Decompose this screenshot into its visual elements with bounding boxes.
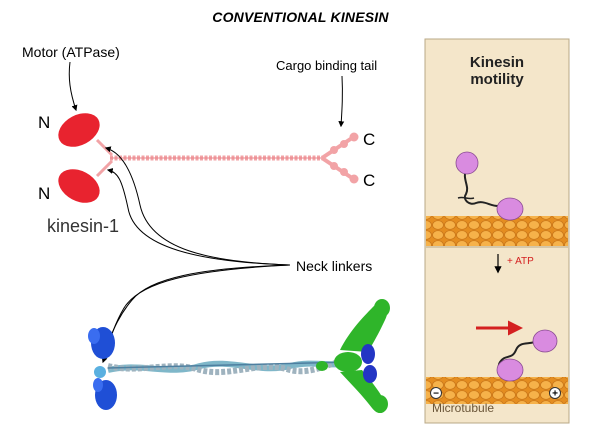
motility-panel: − + xyxy=(424,38,570,424)
structure-cargo-domain xyxy=(316,299,390,414)
minus-end-sign: − xyxy=(433,389,439,400)
kinesin-upper xyxy=(455,151,524,221)
kinesin1-cartoon xyxy=(58,113,359,203)
c-terminus-top-label: C xyxy=(363,130,376,149)
minus-end-marker xyxy=(430,387,442,399)
cargo-pointer-arrow xyxy=(338,75,345,128)
neck-bottom xyxy=(95,159,114,178)
plus-end-sign: + xyxy=(552,389,558,400)
atp-label: + ATP xyxy=(507,256,534,267)
motor-head-bottom xyxy=(58,169,100,203)
n-terminus-bottom-label: N xyxy=(38,184,51,203)
microtubule-lower xyxy=(426,377,568,404)
n-terminus-top-label: N xyxy=(38,113,51,132)
motor-head-top xyxy=(58,113,100,147)
panel-title: Kinesin motility xyxy=(425,54,569,88)
motor-pointer-arrow xyxy=(68,61,78,112)
cargo-tail-label: Cargo binding tail xyxy=(276,58,378,73)
neck-linkers-label: Neck linkers xyxy=(296,258,373,274)
structure-motor-domain xyxy=(88,327,117,410)
panel-title-line1: Kinesin xyxy=(469,54,525,71)
kinesin1-label: kinesin-1 xyxy=(47,216,120,236)
microtubule-label: Microtubule xyxy=(432,401,495,415)
structure-stalk-shade xyxy=(107,361,351,369)
kinesin-lower xyxy=(476,320,558,382)
diagram-title: CONVENTIONAL KINESIN xyxy=(212,9,389,25)
cargo-tail xyxy=(320,132,359,184)
structure-light-chains xyxy=(361,344,377,383)
motor-label: Motor (ATPase) xyxy=(22,44,120,60)
neck-top xyxy=(95,138,114,157)
c-terminus-bottom-label: C xyxy=(363,171,376,190)
neck-linker-arrows xyxy=(101,146,291,364)
plus-end-marker xyxy=(549,387,561,399)
microtubule-upper xyxy=(426,216,568,246)
panel-title-line2: motility xyxy=(470,71,524,88)
molecular-structure xyxy=(88,299,390,414)
